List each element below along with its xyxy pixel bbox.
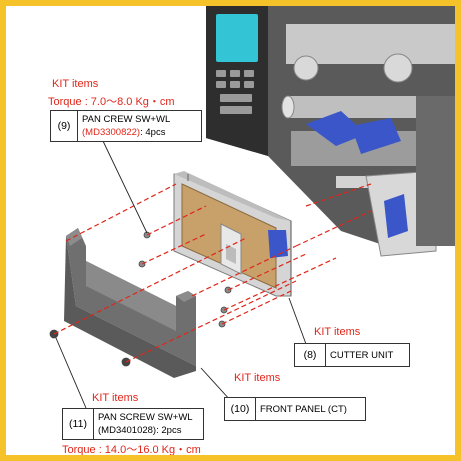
callout-number-8: (8) [295,344,326,366]
callout-number-10: (10) [225,398,256,420]
callout-code-11: (MD3401028) [98,425,157,436]
printer-keypad [216,70,254,114]
assembly-lines [53,183,372,363]
callout-name-11: PAN SCREW SW+WL [98,412,193,423]
callout-qty-11: : 2pcs [156,425,182,436]
callout-code-9: (MD3300822) [82,127,141,138]
callout-name-9: PAN CREW SW+WL [82,114,171,125]
callout-number-11: (11) [63,409,94,439]
leader-lines [55,140,307,409]
kit-label-11: KIT items [92,392,139,404]
front-panel-illustration [64,228,196,378]
callout-box-11: (11) PAN SCREW SW+WL (MD3401028): 2pcs [62,408,204,440]
printer-display [216,14,258,62]
kit-label-9: KIT items [52,78,99,90]
callout-qty-9: : 4pcs [140,127,166,138]
torque-label-11: Torque : 14.0～16.0 Kg・cm [62,444,201,455]
callout-box-8: (8) CUTTER UNIT [294,343,410,367]
callout-name-10: FRONT PANEL (CT) [260,403,347,415]
callout-box-9: (9) PAN CREW SW+WL (MD3300822): 4pcs [50,110,202,142]
callout-box-10: (10) FRONT PANEL (CT) [224,397,366,421]
callout-number-9: (9) [51,111,78,141]
cutter-unit-illustration [173,171,292,297]
diagram-canvas: KIT items Torque : 7.0～8.0 Kg・cm (9) PAN… [6,6,455,455]
torque-label-9: Torque : 7.0～8.0 Kg・cm [48,96,175,108]
kit-label-10: KIT items [234,372,281,384]
exploded-view-illustration [49,6,455,409]
callout-name-8: CUTTER UNIT [330,349,394,361]
kit-label-8: KIT items [314,326,361,338]
printer-body [206,6,455,257]
